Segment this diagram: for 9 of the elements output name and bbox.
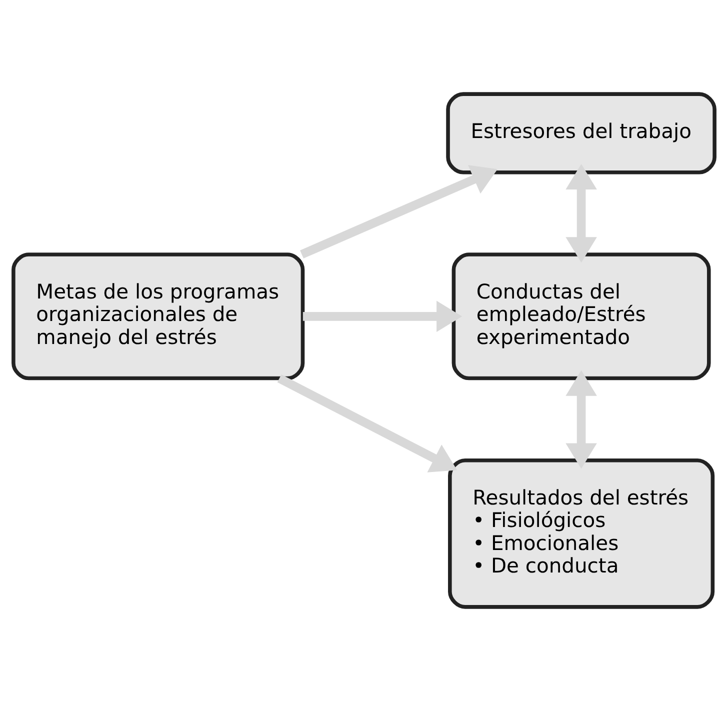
arrow xyxy=(566,164,597,263)
arrow xyxy=(302,300,462,332)
node-box: Conductas del empleado/Estrés experimentado xyxy=(452,252,711,380)
arrow xyxy=(300,164,498,258)
node-box: Resultados del estrés • Fisiológicos • Emocionales • De conducta xyxy=(448,458,715,609)
node-box: Metas de los programas organizacionales de manejo del estrés xyxy=(12,252,305,380)
arrow xyxy=(277,374,458,472)
arrow xyxy=(566,370,597,469)
node-box: Estresores del trabajo xyxy=(446,92,716,174)
